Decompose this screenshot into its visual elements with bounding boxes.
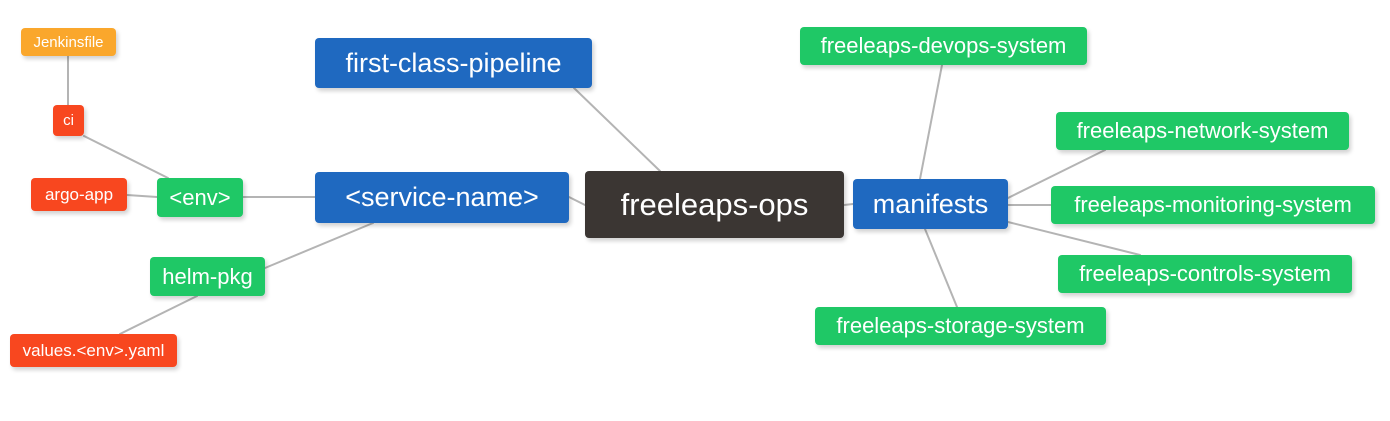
node-first-class-pipeline[interactable]: first-class-pipeline [315,38,592,88]
node-label-freeleaps-storage-system: freeleaps-storage-system [836,313,1085,338]
edge-freeleaps-ops-to-service-name [568,196,586,206]
node-label-env: <env> [169,184,231,210]
node-label-first-class-pipeline: first-class-pipeline [345,47,562,78]
node-freeleaps-controls-system[interactable]: freeleaps-controls-system [1058,255,1352,293]
edge-helm-pkg-to-values-env-yaml [119,295,198,335]
edge-freeleaps-ops-to-first-class-pipeline [573,87,661,172]
node-helm-pkg[interactable]: helm-pkg [150,257,265,296]
node-label-freeleaps-devops-system: freeleaps-devops-system [820,33,1067,58]
node-values-env-yaml[interactable]: values.<env>.yaml [10,334,177,367]
edge-manifests-to-freeleaps-devops-system [919,64,943,180]
node-label-values-env-yaml: values.<env>.yaml [22,341,165,360]
node-label-freeleaps-controls-system: freeleaps-controls-system [1079,261,1331,286]
node-jenkinsfile[interactable]: Jenkinsfile [21,28,116,56]
edge-manifests-to-freeleaps-storage-system [924,228,958,308]
node-manifests[interactable]: manifests [853,179,1008,229]
edge-env-to-ci [83,135,169,179]
node-label-freeleaps-monitoring-system: freeleaps-monitoring-system [1074,192,1352,217]
node-argo-app[interactable]: argo-app [31,178,127,211]
node-label-freeleaps-ops: freeleaps-ops [620,187,809,222]
edge-service-name-to-helm-pkg [264,222,374,269]
node-freeleaps-network-system[interactable]: freeleaps-network-system [1056,112,1349,150]
node-label-service-name: <service-name> [345,182,539,212]
node-freeleaps-storage-system[interactable]: freeleaps-storage-system [815,307,1106,345]
node-label-freeleaps-network-system: freeleaps-network-system [1076,118,1329,143]
node-label-ci: ci [63,112,74,129]
node-env[interactable]: <env> [157,178,243,217]
node-freeleaps-devops-system[interactable]: freeleaps-devops-system [800,27,1087,65]
node-freeleaps-monitoring-system[interactable]: freeleaps-monitoring-system [1051,186,1375,224]
node-freeleaps-ops[interactable]: freeleaps-ops [585,171,844,238]
node-label-manifests: manifests [872,188,989,219]
node-label-helm-pkg: helm-pkg [162,263,253,289]
node-service-name[interactable]: <service-name> [315,172,569,223]
node-label-argo-app: argo-app [44,185,114,204]
edge-env-to-argo-app [126,194,158,198]
edge-freeleaps-ops-to-manifests [843,203,854,206]
node-ci[interactable]: ci [53,105,84,136]
node-label-jenkinsfile: Jenkinsfile [33,33,104,51]
edge-manifests-to-freeleaps-controls-system [1007,221,1141,256]
